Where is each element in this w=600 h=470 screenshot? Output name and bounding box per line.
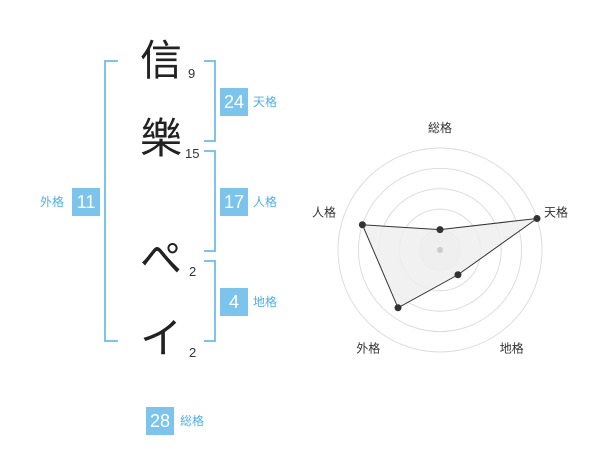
chikaku-bracket: [204, 260, 216, 342]
radar-axis-label-4: 人格: [312, 204, 336, 219]
tenkaku-bracket: [204, 60, 216, 142]
tenkaku-value: 24: [220, 88, 248, 116]
name-char-1: 信: [140, 36, 183, 85]
gaikaku-value: 11: [72, 188, 100, 216]
chikaku-value: 4: [220, 288, 248, 316]
radar-ring-4: [357, 167, 523, 333]
radar-axis-label-2: 地格: [500, 341, 524, 356]
radar-ring-5: [337, 147, 543, 353]
radar-point-1: [533, 214, 541, 222]
radar-center-dot: [437, 247, 443, 253]
name-char-2: 樂: [140, 114, 183, 163]
jinkaku-bracket: [204, 150, 216, 252]
gaikaku-bracket: [104, 60, 118, 342]
radar-axis-label-3: 外格: [356, 341, 380, 356]
jinkaku-value: 17: [220, 188, 248, 216]
name-char-4: イ: [140, 314, 183, 363]
name-char-3: ぺ: [140, 234, 183, 283]
radar-series-area: [361, 217, 538, 309]
radar-point-3: [394, 304, 402, 312]
soukaku-value: 28: [146, 407, 174, 435]
radar-axis-label-1: 天格: [544, 204, 568, 219]
stroke-count-3: 2: [189, 264, 197, 279]
stroke-count-4: 2: [189, 345, 197, 360]
tenkaku-label: 天格: [253, 95, 278, 109]
radar-point-2: [454, 271, 462, 279]
radar-axis-label-0: 総格: [428, 120, 452, 135]
stroke-count-2: 15: [185, 146, 200, 161]
radar-points: [358, 214, 541, 312]
radar-point-0: [436, 226, 444, 234]
chikaku-label: 地格: [253, 295, 278, 309]
stroke-count-1: 9: [188, 66, 196, 81]
jinkaku-label: 人格: [253, 195, 278, 209]
soukaku-label: 総格: [180, 414, 205, 428]
radar-point-4: [358, 221, 366, 229]
gaikaku-label: 外格: [40, 195, 65, 209]
